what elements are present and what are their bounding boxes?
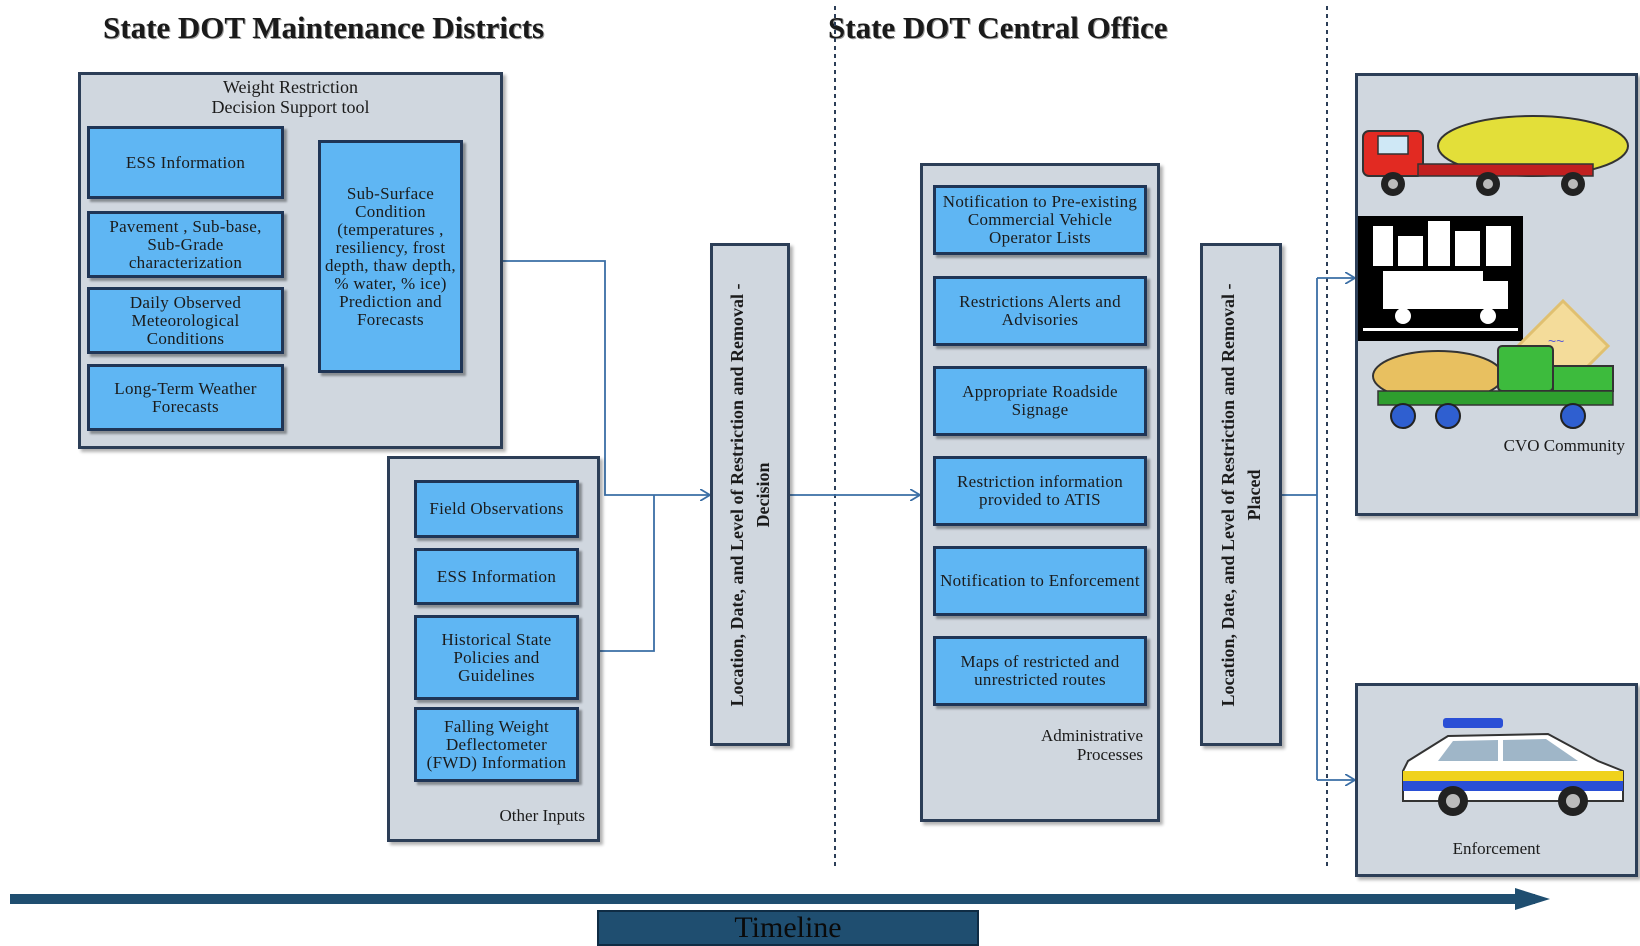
enforcement-label: Enforcement	[1452, 839, 1541, 858]
cvo-vehicles-illustration: ~~	[1358, 115, 1629, 429]
route-maps-box: Maps of restricted and unrestricted rout…	[933, 636, 1147, 706]
notification-cvo-lists-box: Notification to Pre-existing Commercial …	[933, 185, 1147, 255]
atis-information-box: Restriction information provided to ATIS	[933, 456, 1147, 526]
fwd-information-box: Falling Weight Deflectometer (FWD) Infor…	[414, 707, 579, 782]
city-truck-icon	[1358, 216, 1523, 341]
districts-heading: State DOT Maintenance Districts	[103, 10, 545, 45]
historical-policies-box: Historical State Policies and Guidelines	[414, 615, 579, 700]
timeline-label: Timeline	[597, 910, 979, 946]
decision-support-tool-title: Weight Restriction Decision Support tool	[211, 77, 370, 117]
administrative-processes-label: Administrative Processes	[1041, 726, 1143, 764]
other-inputs-label: Other Inputs	[499, 806, 585, 825]
roadside-signage-box: Appropriate Roadside Signage	[933, 366, 1147, 436]
other-ess-information-box: ESS Information	[414, 548, 579, 605]
cvo-community-panel: ~~ CVO Community	[1355, 73, 1638, 516]
meteorological-conditions-box: Daily Observed Meteorological Conditions	[87, 287, 284, 354]
decision-bar-text: Location, Date, and Level of Restriction…	[727, 283, 773, 706]
pavement-characterization-box: Pavement , Sub-base, Sub-Grade character…	[87, 211, 284, 278]
police-car-icon	[1402, 718, 1624, 816]
field-observations-box: Field Observations	[414, 480, 579, 538]
placed-bar: Location, Date, and Level of Restriction…	[1200, 243, 1282, 746]
long-term-forecasts-box: Long-Term Weather Forecasts	[87, 364, 284, 431]
subsurface-condition-box: Sub-Surface Condition (temperatures , re…	[318, 140, 463, 373]
central-office-heading: State DOT Central Office	[828, 10, 1168, 45]
restrictions-alerts-box: Restrictions Alerts and Advisories	[933, 276, 1147, 346]
cement-mixer-icon	[1372, 345, 1614, 429]
placed-bar-text: Location, Date, and Level of Restriction…	[1218, 283, 1264, 706]
cvo-community-label: CVO Community	[1503, 436, 1625, 455]
tanker-truck-icon	[1362, 115, 1629, 196]
decision-bar: Location, Date, and Level of Restriction…	[710, 243, 790, 746]
enforcement-panel: Enforcement	[1355, 683, 1638, 877]
notification-enforcement-box: Notification to Enforcement	[933, 546, 1147, 616]
svg-text:~~: ~~	[1548, 333, 1564, 349]
ess-information-box: ESS Information	[87, 126, 284, 199]
